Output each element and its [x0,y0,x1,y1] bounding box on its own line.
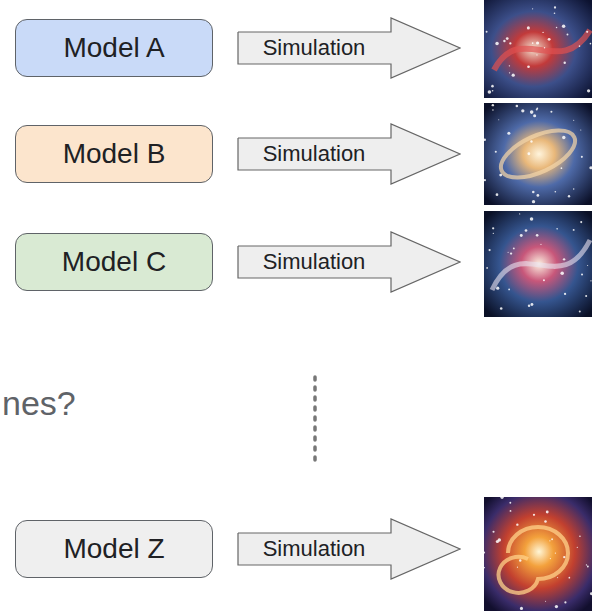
galaxy-image [484,211,592,317]
cut-off-question: nes? [2,384,76,423]
arrow-label: Simulation [237,32,391,64]
model-name: Model B [63,138,166,170]
galaxy-image [483,496,592,611]
model-box: Model A [15,19,213,77]
galaxy-image [484,0,592,98]
arrow-outline [238,18,460,78]
simulation-arrow: Simulation [237,518,461,580]
arrow-label: Simulation [237,533,391,565]
model-name: Model A [63,32,164,64]
arrow-label: Simulation [237,138,391,170]
arrow-outline [238,519,460,579]
model-name: Model Z [63,533,164,565]
ellipsis-dots [313,377,317,460]
model-box: Model Z [15,520,213,578]
arrow-outline [238,124,460,184]
simulation-arrow: Simulation [237,123,461,185]
simulation-arrow: Simulation [237,231,461,293]
model-name: Model C [62,246,166,278]
model-box: Model C [15,233,213,291]
arrow-label: Simulation [237,246,391,278]
galaxy-image [483,103,592,205]
model-box: Model B [15,125,213,183]
arrow-outline [238,232,460,292]
simulation-arrow: Simulation [237,17,461,79]
